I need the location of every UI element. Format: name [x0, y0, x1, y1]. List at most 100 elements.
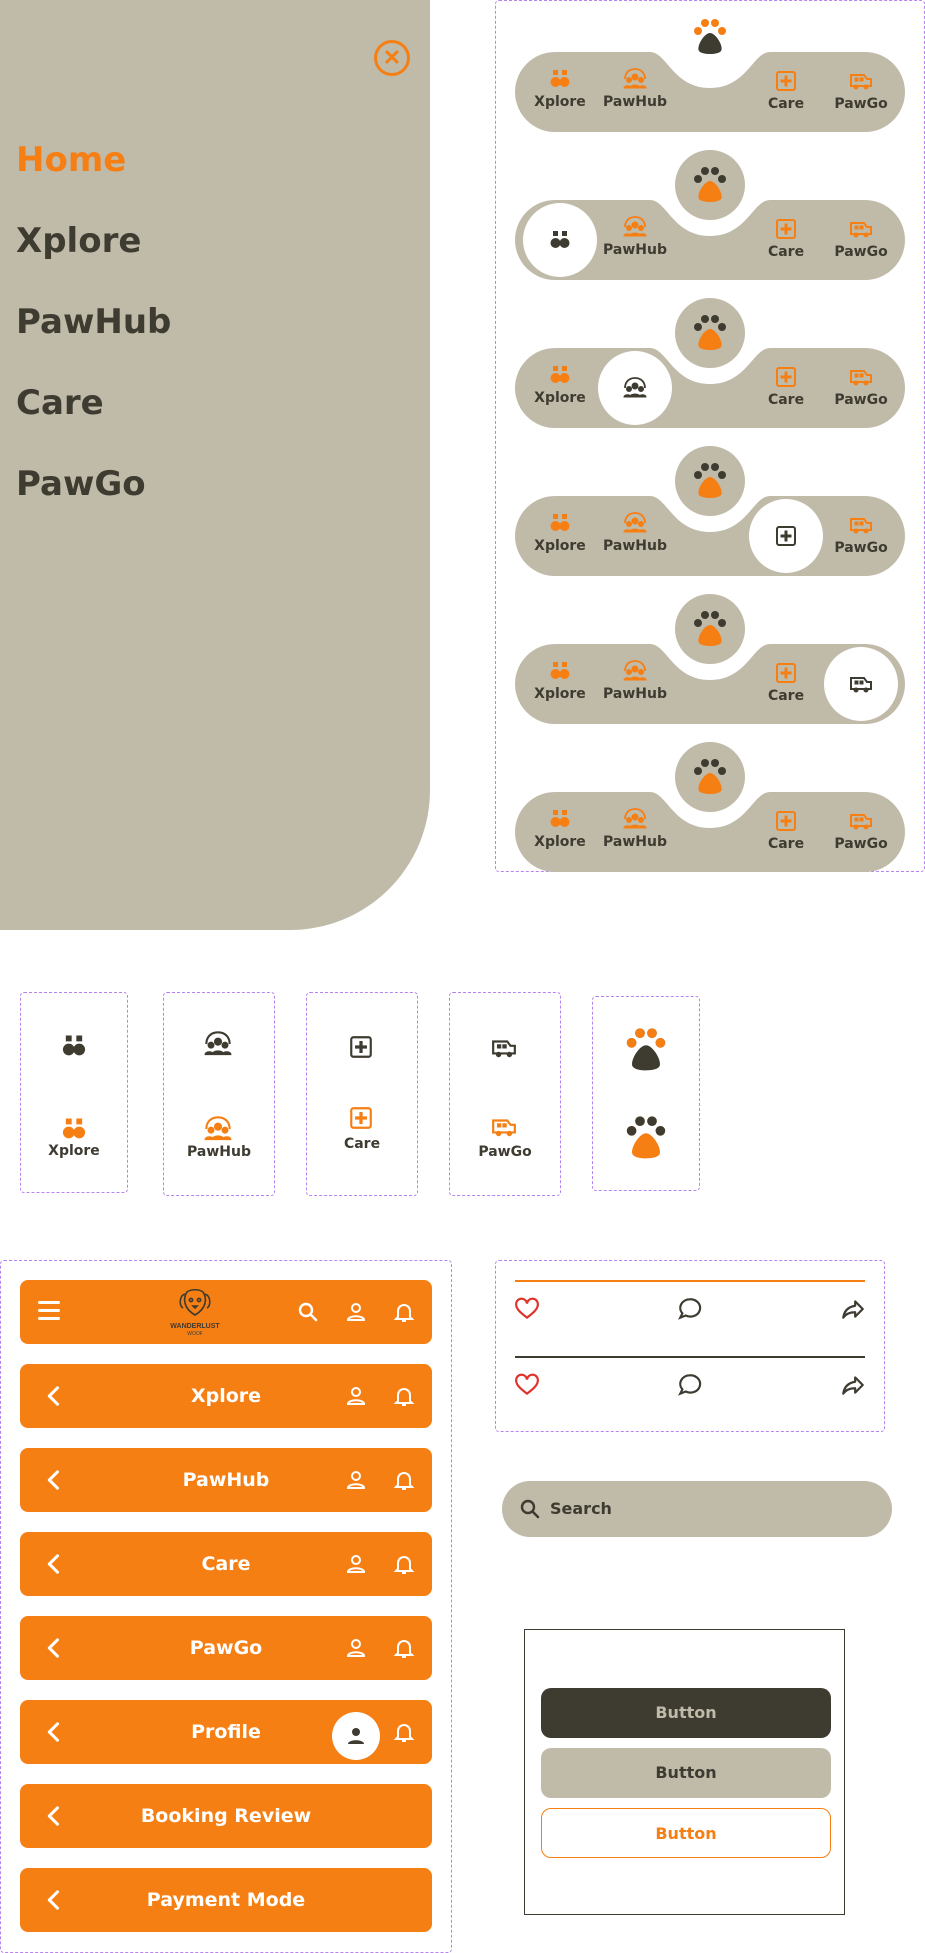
page-header: Payment Mode: [20, 1868, 432, 1932]
bell-icon[interactable]: [392, 1552, 416, 1576]
user-icon[interactable]: [344, 1468, 368, 1492]
tab-xplore[interactable]: Xplore: [522, 658, 598, 702]
page-title: Profile: [191, 1721, 261, 1743]
community-icon: [623, 215, 647, 239]
tab-care[interactable]: Care: [748, 364, 824, 408]
vehicle-icon: [849, 365, 873, 389]
tab-pawhub[interactable]: PawHub: [597, 806, 673, 850]
search-bar[interactable]: Search: [502, 1481, 892, 1537]
user-icon[interactable]: [344, 1552, 368, 1576]
binoculars-icon: [548, 511, 572, 535]
tab-xplore[interactable]: Xplore: [522, 66, 598, 110]
tab-care[interactable]: Care: [748, 660, 824, 704]
secondary-button[interactable]: Button: [541, 1748, 831, 1798]
tab-label: Xplore: [534, 538, 586, 554]
search-input[interactable]: Search: [550, 1499, 612, 1518]
page-title: Xplore: [190, 1385, 262, 1407]
user-icon[interactable]: [344, 1636, 368, 1660]
community-icon: [623, 511, 647, 535]
menu-item-pawgo[interactable]: PawGo: [16, 464, 146, 504]
care-label: Care: [343, 1136, 381, 1152]
paw-icon: [694, 167, 726, 202]
care-icon: [348, 1034, 374, 1060]
tab-label: Care: [767, 244, 805, 260]
paw-home-button[interactable]: [675, 594, 745, 664]
paw-home-button[interactable]: [675, 2, 745, 72]
primary-button[interactable]: Button: [541, 1688, 831, 1738]
tab-care-active[interactable]: [749, 499, 823, 573]
binoculars-icon: [548, 363, 572, 387]
user-icon[interactable]: [344, 1384, 368, 1408]
share-icon[interactable]: [840, 1372, 866, 1398]
paw-home-button[interactable]: [675, 298, 745, 368]
share-icon[interactable]: [840, 1296, 866, 1322]
tab-xplore[interactable]: Xplore: [522, 806, 598, 850]
tab-pawhub[interactable]: PawHub: [597, 658, 673, 702]
paw-icon: [694, 463, 726, 498]
paw-toes-icon: [626, 1116, 666, 1136]
search-icon: [518, 1497, 542, 1526]
user-icon[interactable]: [344, 1300, 368, 1324]
hamburger-menu-icon[interactable]: [38, 1301, 60, 1321]
care-icon-card: [306, 992, 418, 1196]
comment-icon[interactable]: [677, 1372, 703, 1398]
tab-pawgo[interactable]: PawGo: [823, 512, 899, 556]
paw-home-button[interactable]: [675, 742, 745, 812]
page-title: Booking Review: [140, 1805, 312, 1827]
bell-icon[interactable]: [392, 1300, 416, 1324]
divider-orange: [515, 1280, 865, 1282]
care-icon: [774, 217, 798, 241]
vehicle-icon: [849, 69, 873, 93]
paw-icon: [694, 759, 726, 794]
menu-item-xplore[interactable]: Xplore: [16, 221, 142, 261]
tab-pawgo[interactable]: PawGo: [823, 808, 899, 852]
tab-pawhub[interactable]: PawHub: [597, 66, 673, 110]
user-icon-active[interactable]: [332, 1712, 380, 1760]
heart-icon[interactable]: [514, 1296, 540, 1322]
tab-xplore[interactable]: Xplore: [522, 362, 598, 406]
brand-name: WANDERLUST: [170, 1323, 220, 1330]
heart-icon[interactable]: [514, 1372, 540, 1398]
tab-label: Xplore: [534, 390, 586, 406]
tab-xplore-active[interactable]: [523, 203, 597, 277]
tab-pawhub[interactable]: PawHub: [597, 510, 673, 554]
bell-icon[interactable]: [392, 1384, 416, 1408]
search-icon[interactable]: [296, 1300, 320, 1324]
tab-care[interactable]: Care: [748, 808, 824, 852]
tab-label: PawGo: [834, 96, 888, 112]
tab-label: Care: [767, 392, 805, 408]
menu-item-care[interactable]: Care: [16, 383, 104, 423]
paw-home-button[interactable]: [675, 446, 745, 516]
comment-icon[interactable]: [677, 1296, 703, 1322]
bell-icon[interactable]: [392, 1468, 416, 1492]
page-title: PawGo: [189, 1637, 263, 1659]
tab-pawgo-active[interactable]: [824, 647, 898, 721]
care-icon: [774, 661, 798, 685]
paw-home-button[interactable]: [675, 150, 745, 220]
tab-care[interactable]: Care: [748, 216, 824, 260]
tab-care[interactable]: Care: [748, 68, 824, 112]
tab-pawgo[interactable]: PawGo: [823, 216, 899, 260]
tab-pawgo[interactable]: PawGo: [823, 364, 899, 408]
page-header: PawGo: [20, 1616, 432, 1680]
care-icon: [348, 1105, 374, 1131]
menu-item-home[interactable]: Home: [16, 140, 127, 180]
bell-icon[interactable]: [392, 1720, 416, 1744]
bell-icon[interactable]: [392, 1636, 416, 1660]
tab-pawhub-active[interactable]: [598, 351, 672, 425]
close-icon[interactable]: ✕: [374, 40, 410, 76]
vehicle-icon: [491, 1114, 517, 1140]
tab-label: PawGo: [834, 392, 888, 408]
tab-xplore[interactable]: Xplore: [522, 510, 598, 554]
paw-icon-card: [592, 996, 700, 1191]
tab-pawgo[interactable]: PawGo: [823, 68, 899, 112]
outline-button[interactable]: Button: [541, 1808, 831, 1858]
brand-logo: WANDERLUST WOOF: [154, 1288, 236, 1338]
page-title: PawHub: [182, 1469, 270, 1491]
tab-pawhub[interactable]: PawHub: [597, 214, 673, 258]
menu-item-pawhub[interactable]: PawHub: [16, 302, 172, 342]
pawhub-label: PawHub: [187, 1144, 251, 1160]
